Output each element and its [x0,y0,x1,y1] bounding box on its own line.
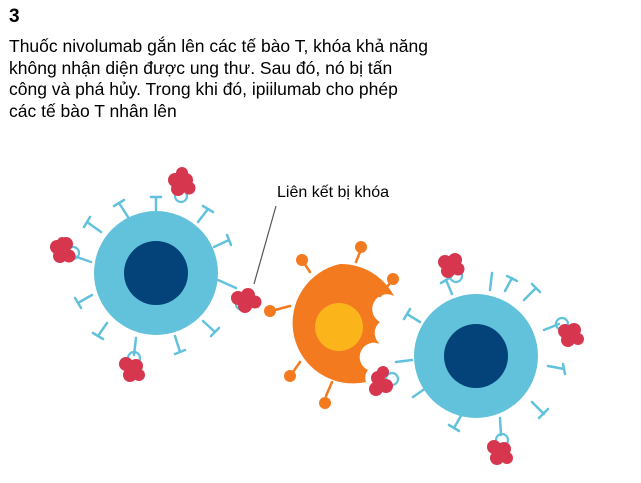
drug-molecule [168,167,196,204]
drug-molecule [119,350,145,382]
step-number: 3 [9,6,20,27]
drug-molecule [554,316,584,347]
cancer-cell [264,241,399,409]
t-cell-nucleus [444,324,508,388]
drug-molecule [487,432,513,465]
receptor-group [394,271,567,437]
caption-line: công và phá hủy. Trong khi đó, ipiilumab… [9,79,398,99]
drug-molecule [50,237,81,263]
drug-molecule-blocked-link [231,288,262,313]
callout-label: Liên kết bị khóa [277,184,390,201]
caption-line: các tế bào T nhân lên [9,100,177,121]
drug-molecule [438,253,465,284]
cancer-cell-nucleus [315,303,363,351]
callout-leader-line [253,205,277,285]
t-cell-left [72,195,238,357]
cancer-spike-tips [264,241,399,409]
caption-line: Thuốc nivolumab gắn lên các tế bào T, kh… [9,36,428,56]
t-cell-right [394,271,567,437]
caption-line: không nhận diện được ung thư. Sau đó, nó… [9,57,393,78]
caption: Thuốc nivolumab gắn lên các tế bào T, kh… [9,36,479,122]
t-cell-nucleus [124,241,188,305]
drug-molecule [369,366,400,396]
